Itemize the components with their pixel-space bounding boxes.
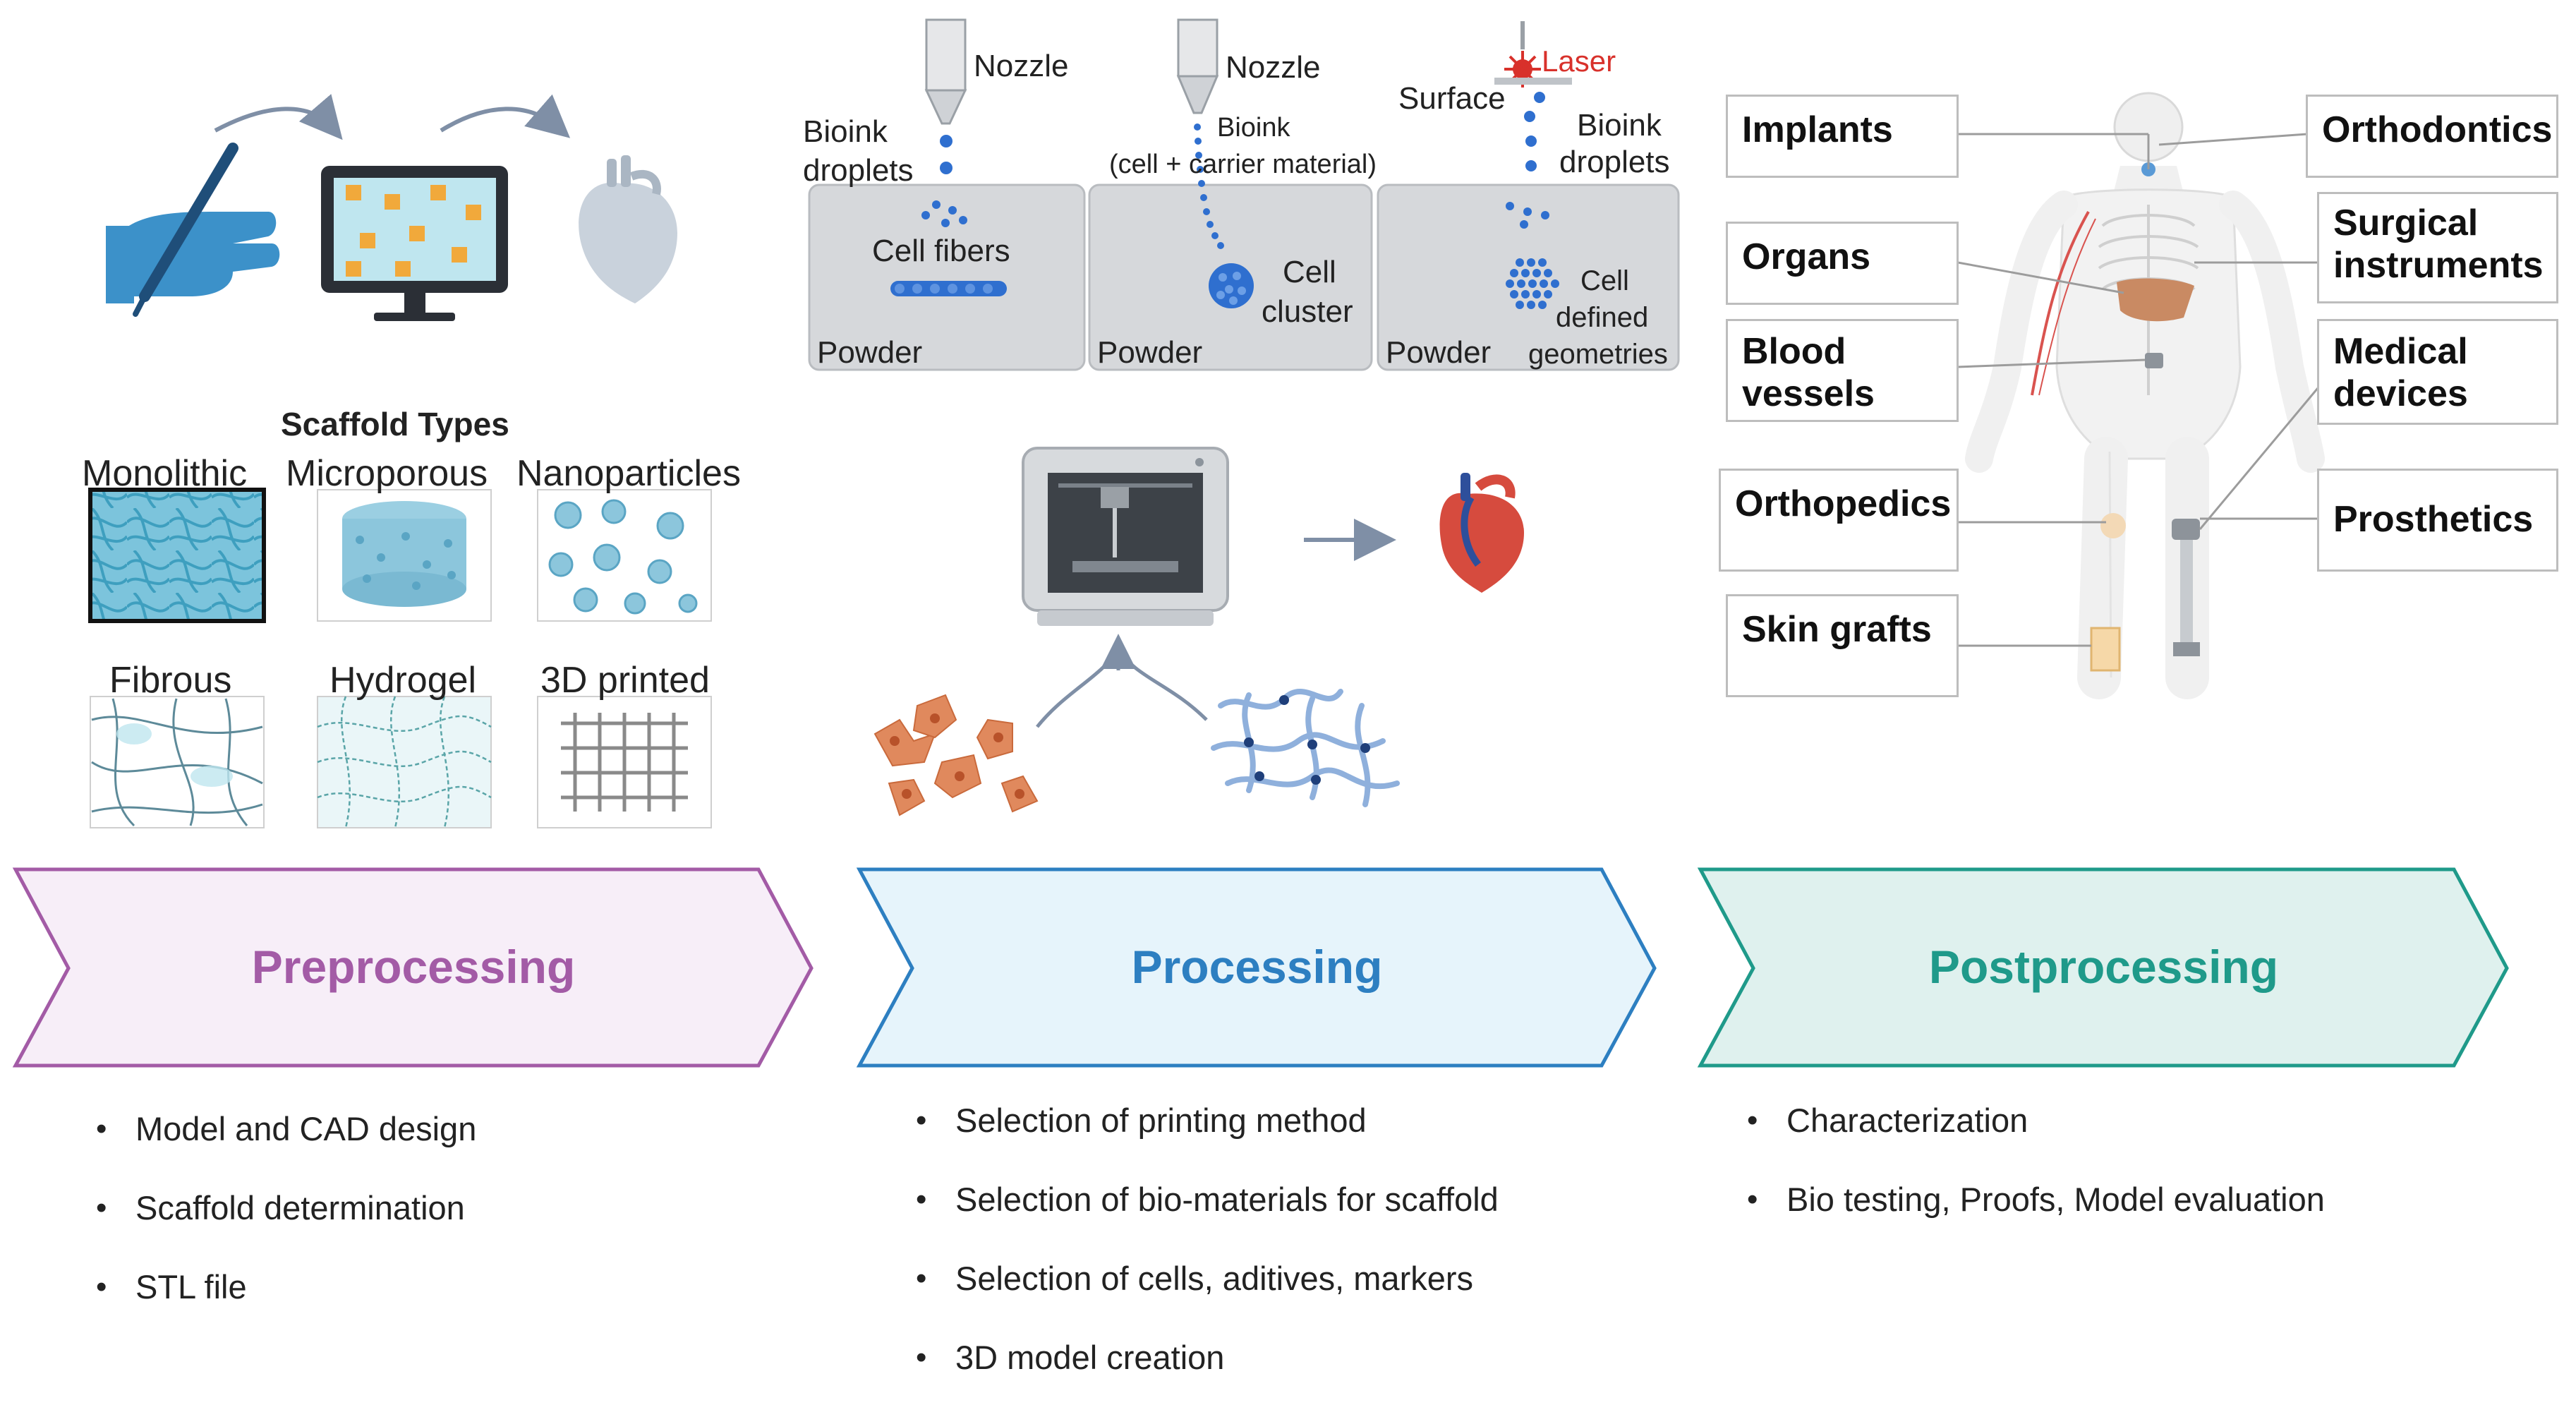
postprocessing-title: Postprocessing: [1928, 941, 2279, 993]
hand-pen-icon: [106, 143, 280, 317]
bioink-stream: [1194, 123, 1224, 249]
preprocessing-chevron: [12, 867, 814, 1068]
human-body-illustration: [1965, 92, 2325, 699]
nozzle-icon-2: [1176, 18, 1219, 114]
panel3-cell-label: Cell: [1580, 265, 1629, 296]
panel3-surface-label: Surface: [1398, 81, 1506, 116]
implants-label: Implants: [1726, 95, 1959, 178]
scaffold-hydrogel-image: [317, 696, 492, 828]
diagram-graphics: [12, 18, 2509, 1068]
cell-defined-geometry-icon: [1506, 258, 1559, 309]
panel1-cell-fibers-label: Cell fibers: [872, 234, 1010, 268]
list-item: 3D model creation: [916, 1338, 1499, 1417]
preprocessing-bullets: Model and CAD design Scaffold determinat…: [96, 1109, 476, 1346]
panel3-droplets-label: droplets: [1559, 145, 1670, 179]
list-item: Bio testing, Proofs, Model evaluation: [1747, 1180, 2325, 1259]
cells-icon: [873, 694, 1039, 816]
list-item: Model and CAD design: [96, 1109, 476, 1188]
cell-cluster-icon: [1209, 263, 1254, 308]
application-connectors: [1957, 133, 2319, 647]
preprocessing-title: Preprocessing: [251, 941, 576, 993]
hydrogel-network-icon: [1211, 689, 1400, 807]
scaffold-nanoparticles-label: Nanoparticles: [516, 453, 741, 494]
skin-grafts-label: Skin grafts: [1726, 594, 1959, 697]
list-item: STL file: [96, 1267, 476, 1346]
scaffold-fibrous-label: Fibrous: [109, 660, 232, 701]
scaffold-3d-printed-image: [537, 696, 712, 828]
nozzle-icon: [924, 18, 967, 125]
flow-arrow-1: [214, 94, 343, 140]
list-item: Selection of printing method: [916, 1101, 1499, 1180]
scaffold-microporous-label: Microporous: [286, 453, 488, 494]
orthodontics-label: Orthodontics: [2306, 95, 2558, 178]
panel1-nozzle-label: Nozzle: [974, 49, 1069, 83]
scaffold-fibrous-image: [90, 696, 265, 828]
processing-bullets: Selection of printing method Selection o…: [916, 1101, 1499, 1417]
panel3-geometries-label: geometries: [1528, 339, 1668, 370]
monitor-icon: [321, 166, 508, 321]
list-item: Selection of cells, aditives, markers: [916, 1259, 1499, 1338]
cell-fibers-icon: [890, 281, 1007, 296]
bioink-droplets: [921, 135, 967, 227]
prosthetics-label: Prosthetics: [2317, 469, 2558, 572]
processing-chevron: [856, 867, 1657, 1068]
panel3-bioink-label: Bioink: [1577, 108, 1662, 143]
scaffold-monolithic-image: [88, 488, 266, 623]
panel1-powder-label: Powder: [817, 335, 923, 370]
laser-droplets: [1506, 92, 1549, 229]
panel3-laser-label: Laser: [1542, 44, 1616, 78]
scaffold-hydrogel-label: Hydrogel: [329, 660, 477, 701]
scaffold-microporous-image: [317, 489, 492, 622]
organs-label: Organs: [1726, 222, 1959, 305]
printed-heart-icon: [1439, 473, 1524, 593]
flow-arrow-2: [440, 94, 571, 138]
panel1-bioink-label: Bioink: [803, 114, 888, 149]
cells-to-printer-line: [1036, 648, 1120, 728]
scaffold-3d-printed-label: 3D printed: [540, 660, 710, 701]
panel2-carrier-label: (cell + carrier material): [1109, 150, 1377, 179]
postprocessing-bullets: Characterization Bio testing, Proofs, Mo…: [1747, 1101, 2325, 1259]
panel2-cluster-label: cluster: [1262, 294, 1353, 329]
heart-outline-icon: [579, 155, 677, 303]
panel1-droplets-label: droplets: [803, 153, 914, 188]
panel2-powder-label: Powder: [1097, 335, 1203, 370]
panel2-nozzle-label: Nozzle: [1226, 50, 1321, 85]
postprocessing-chevron: [1697, 867, 2509, 1068]
processing-title: Processing: [1131, 941, 1383, 993]
hydrogel-to-printer-line: [1116, 648, 1208, 721]
scaffold-types-title: Scaffold Types: [281, 406, 509, 442]
list-item: Characterization: [1747, 1101, 2325, 1180]
panel2-bioink-label: Bioink: [1217, 113, 1290, 143]
scaffold-monolithic-label: Monolithic: [82, 453, 248, 494]
laser-icon: [1494, 21, 1572, 88]
list-item: Selection of bio-materials for scaffold: [916, 1180, 1499, 1259]
panel2-cell-label: Cell: [1283, 255, 1336, 289]
orthopedics-label: Orthopedics: [1719, 469, 1959, 572]
3d-printer-icon: [1022, 447, 1229, 626]
list-item: Scaffold determination: [96, 1188, 476, 1267]
scaffold-nanoparticles-image: [537, 489, 712, 622]
panel3-defined-label: defined: [1556, 302, 1649, 333]
panel3-powder-label: Powder: [1386, 335, 1492, 370]
